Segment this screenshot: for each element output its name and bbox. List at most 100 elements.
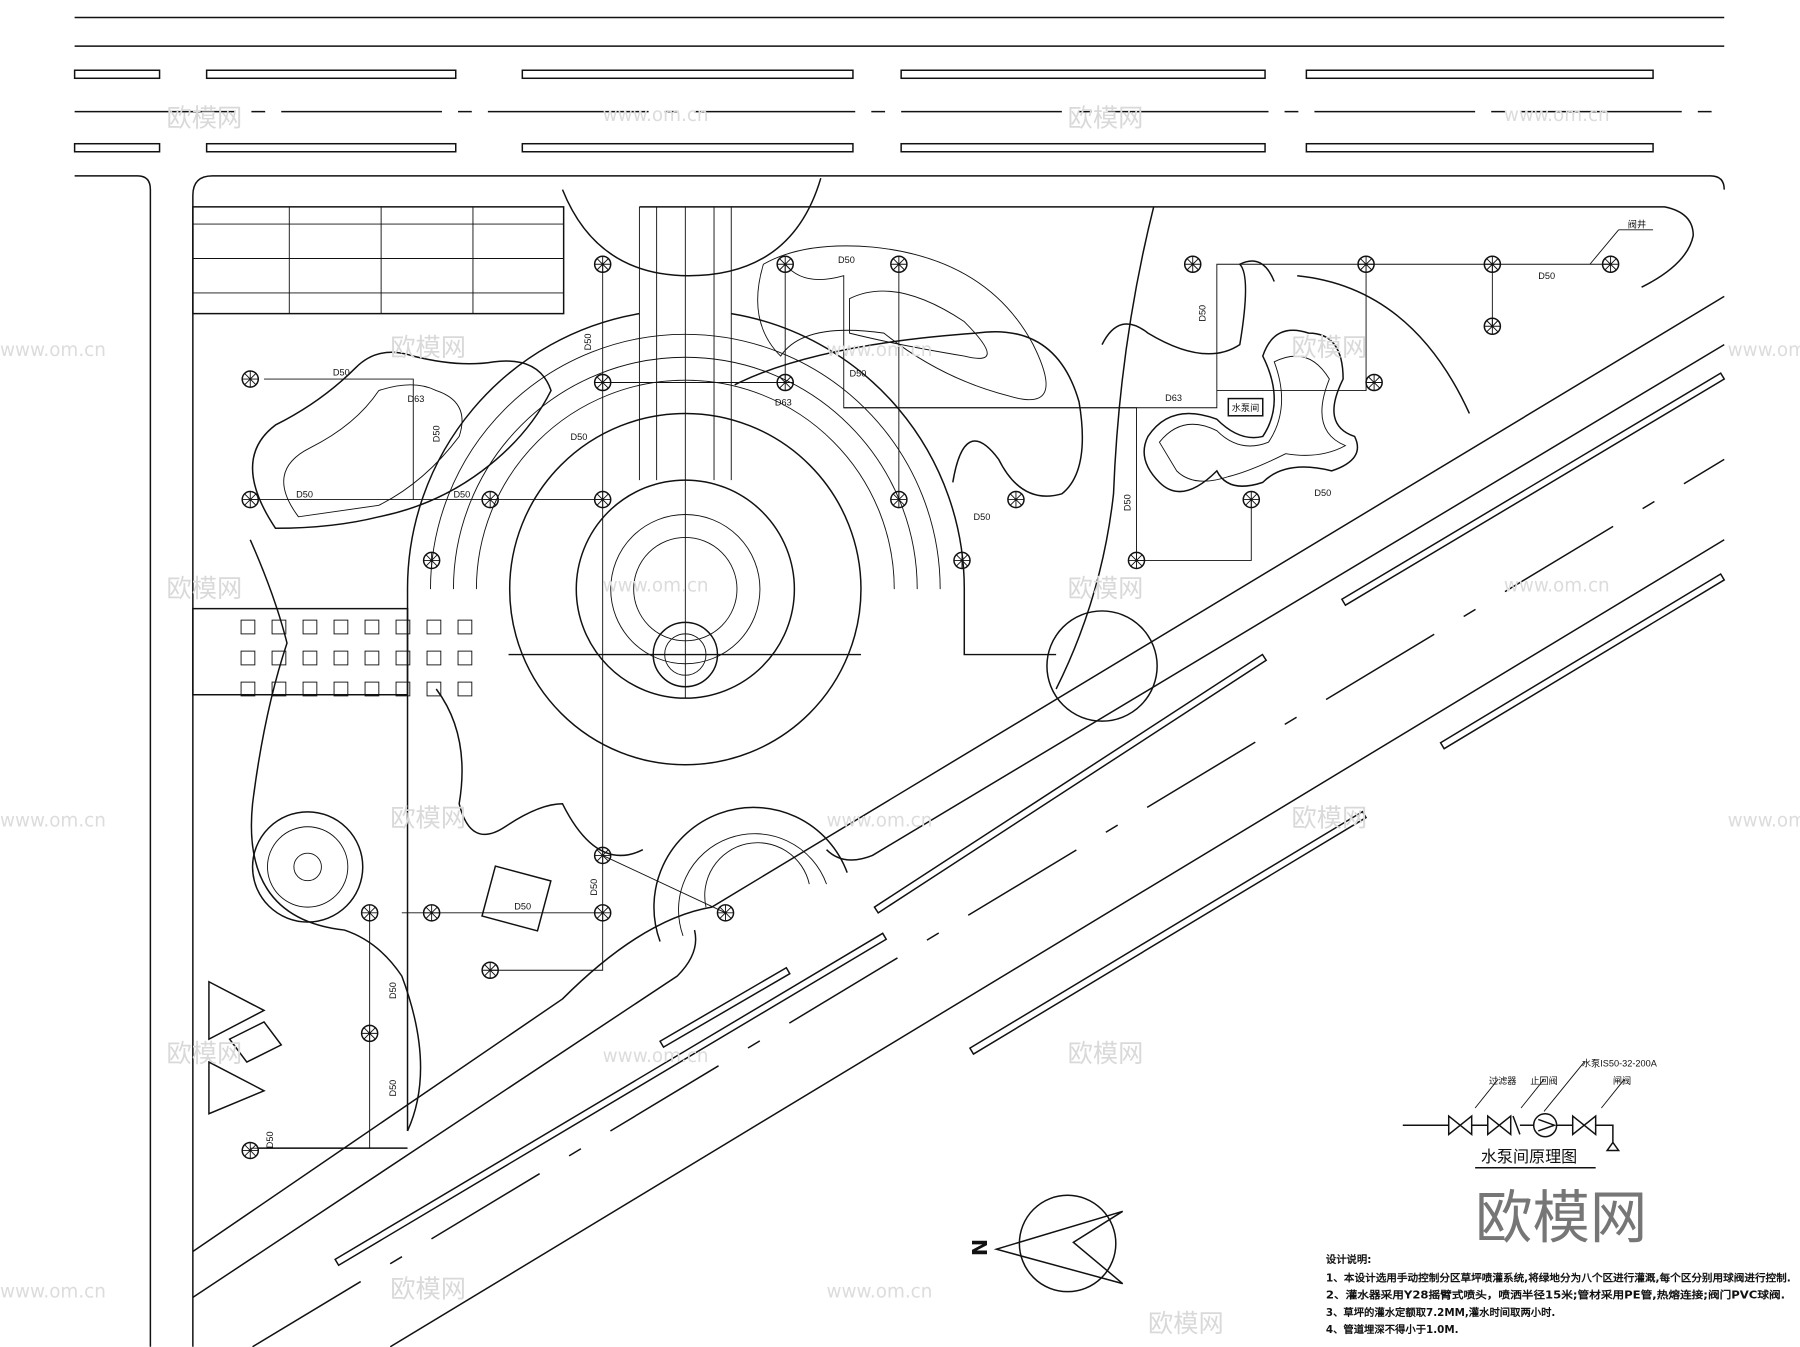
sprinkler-head-icon bbox=[481, 490, 499, 509]
pipe-size-label: D63 bbox=[1165, 393, 1182, 403]
watermark-url: www.om.cn bbox=[0, 1281, 106, 1302]
watermark-url: www.om.cn bbox=[827, 340, 933, 361]
watermark-brand: 欧模网 bbox=[1291, 804, 1367, 833]
pipe-network bbox=[250, 263, 1611, 1149]
sprinkler-head-icon bbox=[1365, 373, 1383, 392]
north-arrow: N bbox=[968, 1194, 1124, 1293]
paver bbox=[302, 619, 318, 635]
sprinkler-head-icon bbox=[1007, 490, 1025, 509]
lane-marking bbox=[73, 69, 161, 80]
big-watermark: 欧模网 bbox=[1475, 1185, 1647, 1252]
pump-diagram-title: 水泵间原理图 bbox=[1481, 1147, 1577, 1166]
pipe-size-label: D50 bbox=[333, 368, 350, 378]
lane-marking bbox=[659, 966, 791, 1049]
sprinkler-head-icon bbox=[241, 1141, 260, 1160]
design-notes: 设计说明: 1、本设计选用手动控制分区草坪喷灌系统,将绿地分为八个区进行灌溉,每… bbox=[1326, 1253, 1791, 1336]
sprinkler-head-icon bbox=[1357, 255, 1375, 274]
sprinkler-head-icon bbox=[593, 490, 612, 509]
gate-valve-label: 闸阀 bbox=[1613, 1075, 1631, 1086]
pipe-size-label: D63 bbox=[775, 397, 792, 407]
lane-marking bbox=[334, 932, 888, 1267]
pump-room-label: 水泵间 bbox=[1232, 402, 1260, 413]
lane-marking bbox=[521, 142, 854, 153]
sprinkler-head-icon bbox=[241, 370, 260, 388]
sprinkler-head-icon bbox=[422, 904, 441, 922]
filter-label: 过滤器 bbox=[1489, 1075, 1517, 1086]
paver bbox=[333, 650, 349, 666]
diagonal-road bbox=[192, 295, 1726, 1347]
paver bbox=[364, 681, 380, 697]
pipe-size-label: D50 bbox=[432, 425, 442, 442]
paver bbox=[395, 681, 411, 697]
paver bbox=[302, 681, 318, 697]
lane-marking bbox=[900, 142, 1266, 153]
pipe-size-label: D50 bbox=[1538, 271, 1555, 281]
watermark-url: www.om.cn bbox=[1504, 575, 1610, 596]
sprinkler-head-icon bbox=[890, 255, 908, 274]
top-road bbox=[73, 16, 1725, 1347]
watermark-brand: 欧模网 bbox=[1068, 103, 1144, 132]
paver bbox=[240, 650, 256, 666]
sprinkler-head-icon bbox=[360, 1024, 379, 1043]
pipe-size-label: D50 bbox=[1197, 305, 1207, 322]
sprinkler-head-icon bbox=[593, 904, 612, 922]
pipe-size-label: D63 bbox=[408, 394, 425, 404]
watermark-brand: 欧模网 bbox=[166, 103, 242, 132]
plaza bbox=[192, 177, 1694, 1149]
watermark-url: www.om.cn bbox=[1728, 811, 1800, 832]
pipe-size-label: D50 bbox=[589, 879, 599, 896]
sprinkler-head-icon bbox=[776, 255, 794, 274]
pipe-size-label: D50 bbox=[1123, 494, 1133, 511]
paver bbox=[395, 619, 411, 635]
watermark-url: www.om.cn bbox=[0, 811, 106, 832]
lane-marking bbox=[1305, 69, 1654, 80]
paver bbox=[364, 619, 380, 635]
lane-marking bbox=[1340, 372, 1726, 607]
pipe-size-label: D50 bbox=[388, 982, 398, 999]
pipe-size-label: D50 bbox=[388, 1080, 398, 1097]
notes-heading: 设计说明: bbox=[1326, 1253, 1371, 1266]
note-item: 4、管道埋深不得小于1.0M. bbox=[1326, 1323, 1459, 1336]
sprinkler-head-icon bbox=[1183, 255, 1202, 274]
pipe-size-label: D50 bbox=[583, 334, 593, 351]
pipe-size-label: D50 bbox=[296, 489, 313, 499]
lane-marking bbox=[873, 653, 1268, 914]
pump-diagram: 过滤器 止回阀 水泵IS50-32-200A 闸阀 水泵间原理图 bbox=[1402, 1058, 1658, 1169]
watermark-brand: 欧模网 bbox=[1068, 1039, 1144, 1068]
paver bbox=[364, 650, 380, 666]
paver bbox=[426, 681, 442, 697]
paver bbox=[457, 650, 473, 666]
sprinkler-head-icon bbox=[593, 373, 612, 392]
paver bbox=[457, 681, 473, 697]
sprinkler-head-icon bbox=[1483, 255, 1502, 274]
watermark-url: www.om.cn bbox=[1728, 340, 1800, 361]
note-item: 3、草坪的灌水定额取7.2MM,灌水时间取两小时. bbox=[1326, 1306, 1555, 1319]
pipe-size-label: D50 bbox=[838, 255, 855, 265]
pipe-size-label: D50 bbox=[453, 489, 470, 499]
paver bbox=[302, 650, 318, 666]
sprinkler-head-icon bbox=[1127, 551, 1146, 570]
paver bbox=[240, 619, 256, 635]
pipe-size-label: D50 bbox=[514, 901, 531, 911]
lane-marking bbox=[900, 69, 1266, 80]
pump-label: 水泵IS50-32-200A bbox=[1582, 1058, 1658, 1069]
watermark-url: www.om.cn bbox=[603, 105, 709, 126]
pipe-size-label: D50 bbox=[849, 369, 866, 379]
watermark-brand: 欧模网 bbox=[390, 1274, 466, 1303]
watermark-brand: 欧模网 bbox=[166, 1039, 242, 1068]
sprinkler-head-icon bbox=[241, 490, 260, 509]
sprinkler-head-icon bbox=[360, 904, 379, 922]
sprinkler-head-icon bbox=[422, 551, 441, 570]
paver bbox=[457, 619, 473, 635]
sprinkler-head-icon bbox=[1601, 255, 1620, 274]
note-item: 1、本设计选用手动控制分区草坪喷灌系统,将绿地分为八个区进行灌溉,每个区分别用球… bbox=[1326, 1271, 1791, 1284]
watermark-url: www.om.cn bbox=[603, 1046, 709, 1067]
sprinkler-head-icon bbox=[890, 490, 908, 509]
paver bbox=[395, 650, 411, 666]
lane-marking bbox=[205, 69, 457, 80]
paver bbox=[271, 681, 287, 697]
north-label: N bbox=[968, 1239, 992, 1256]
lane-marking bbox=[521, 69, 854, 80]
paver bbox=[240, 681, 256, 697]
